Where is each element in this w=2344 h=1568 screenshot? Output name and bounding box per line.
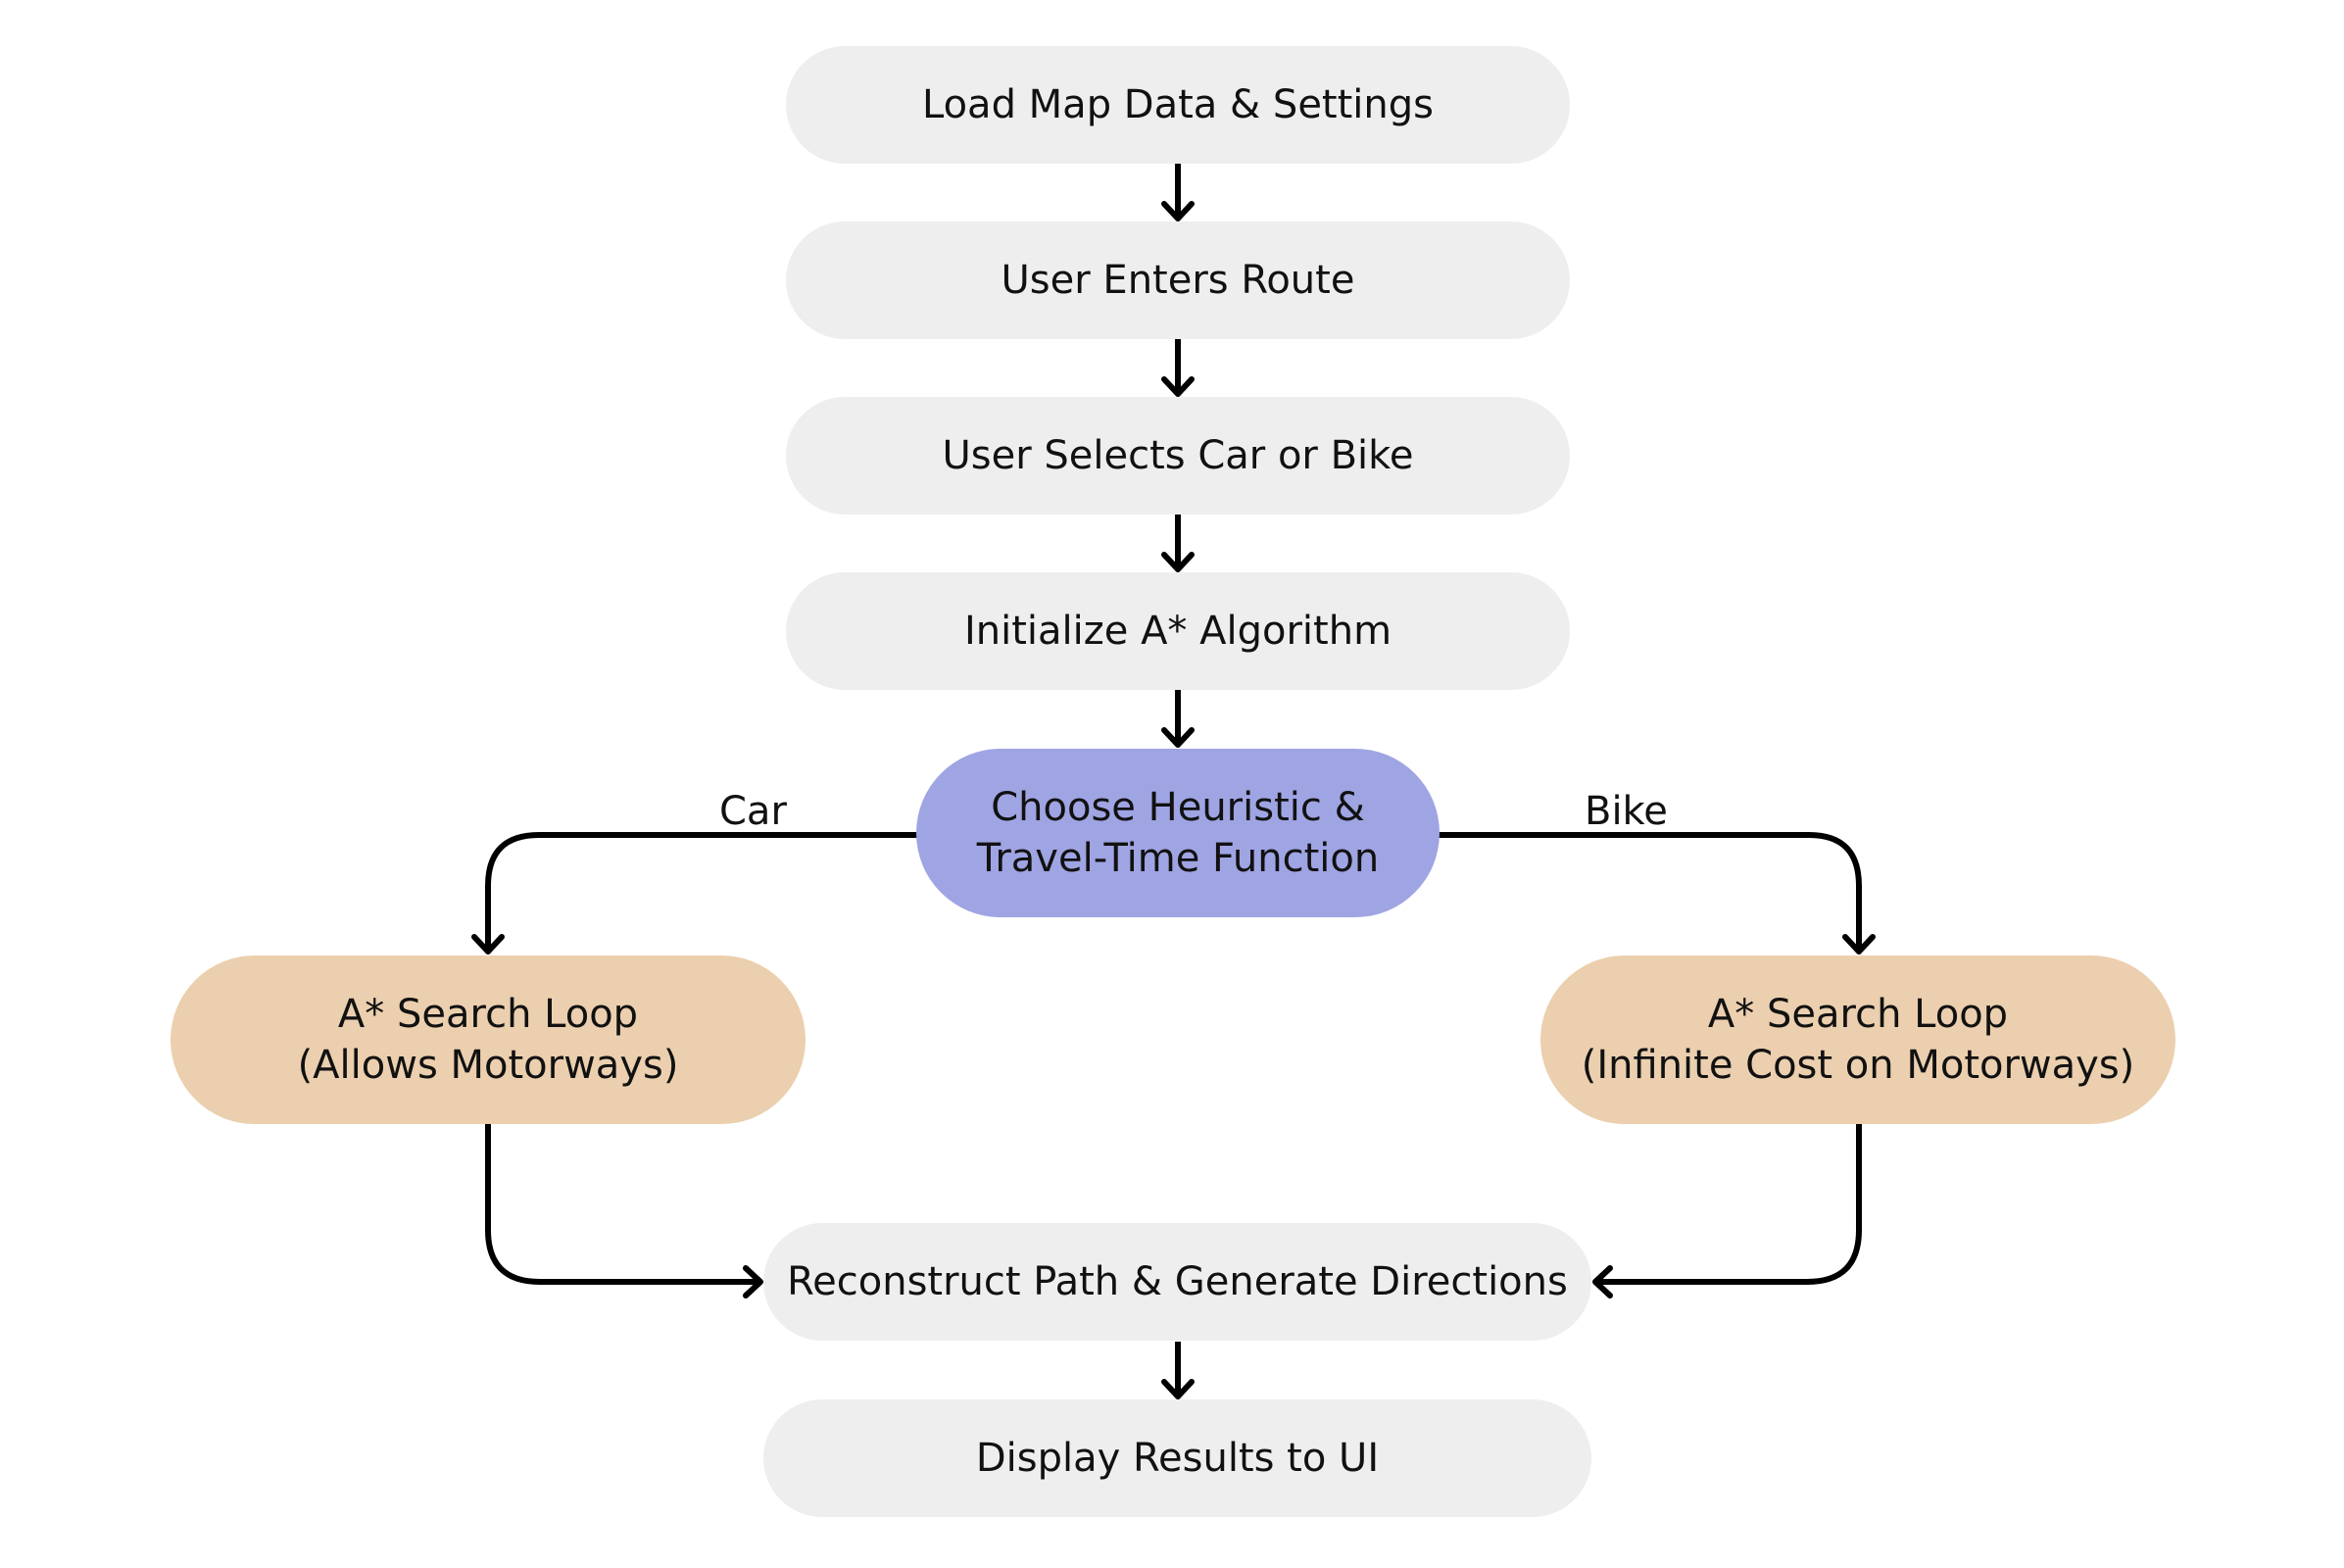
arrow-reconstruct-to-display: [1161, 1342, 1195, 1399]
node-search-bike-line2: (Infinite Cost on Motorways): [1581, 1043, 2135, 1088]
node-load-map: Load Map Data & Settings: [786, 46, 1570, 164]
node-choose-heuristic: Choose Heuristic & Travel-Time Function: [916, 749, 1440, 917]
node-search-bike-line1: A* Search Loop: [1707, 992, 2009, 1037]
node-display: Display Results to UI: [763, 1399, 1591, 1517]
node-choose-heuristic-line1: Choose Heuristic &: [991, 785, 1365, 830]
node-choose-heuristic-line2: Travel-Time Function: [976, 836, 1380, 881]
node-init-astar-label: Initialize A* Algorithm: [963, 609, 1392, 654]
node-display-label: Display Results to UI: [975, 1436, 1380, 1481]
node-search-car-line1: A* Search Loop: [337, 992, 639, 1037]
arrow-select-to-init: [1161, 514, 1195, 572]
arrow-car-search-to-reconstruct: [485, 1124, 763, 1298]
node-search-car-line2: (Allows Motorways): [297, 1043, 679, 1088]
arrow-load-to-enter: [1161, 164, 1195, 221]
node-select-vehicle-label: User Selects Car or Bike: [942, 433, 1414, 478]
arrow-choose-to-bike-search: [1438, 832, 1876, 955]
node-search-bike: A* Search Loop (Infinite Cost on Motorwa…: [1540, 956, 2175, 1124]
arrow-enter-to-select: [1161, 339, 1195, 397]
arrow-choose-to-car-search: [471, 832, 918, 955]
node-load-map-label: Load Map Data & Settings: [922, 82, 1434, 127]
node-reconstruct: Reconstruct Path & Generate Directions: [763, 1223, 1591, 1341]
node-init-astar: Initialize A* Algorithm: [786, 572, 1570, 690]
edge-label-car: Car: [719, 789, 787, 834]
arrow-init-to-choose: [1161, 690, 1195, 748]
node-enter-route: User Enters Route: [786, 221, 1570, 339]
arrow-bike-search-to-reconstruct: [1592, 1124, 1862, 1298]
node-select-vehicle: User Selects Car or Bike: [786, 397, 1570, 514]
edge-label-bike: Bike: [1585, 789, 1668, 834]
node-reconstruct-label: Reconstruct Path & Generate Directions: [787, 1259, 1568, 1304]
node-enter-route-label: User Enters Route: [1001, 258, 1355, 303]
node-search-car: A* Search Loop (Allows Motorways): [171, 956, 806, 1124]
